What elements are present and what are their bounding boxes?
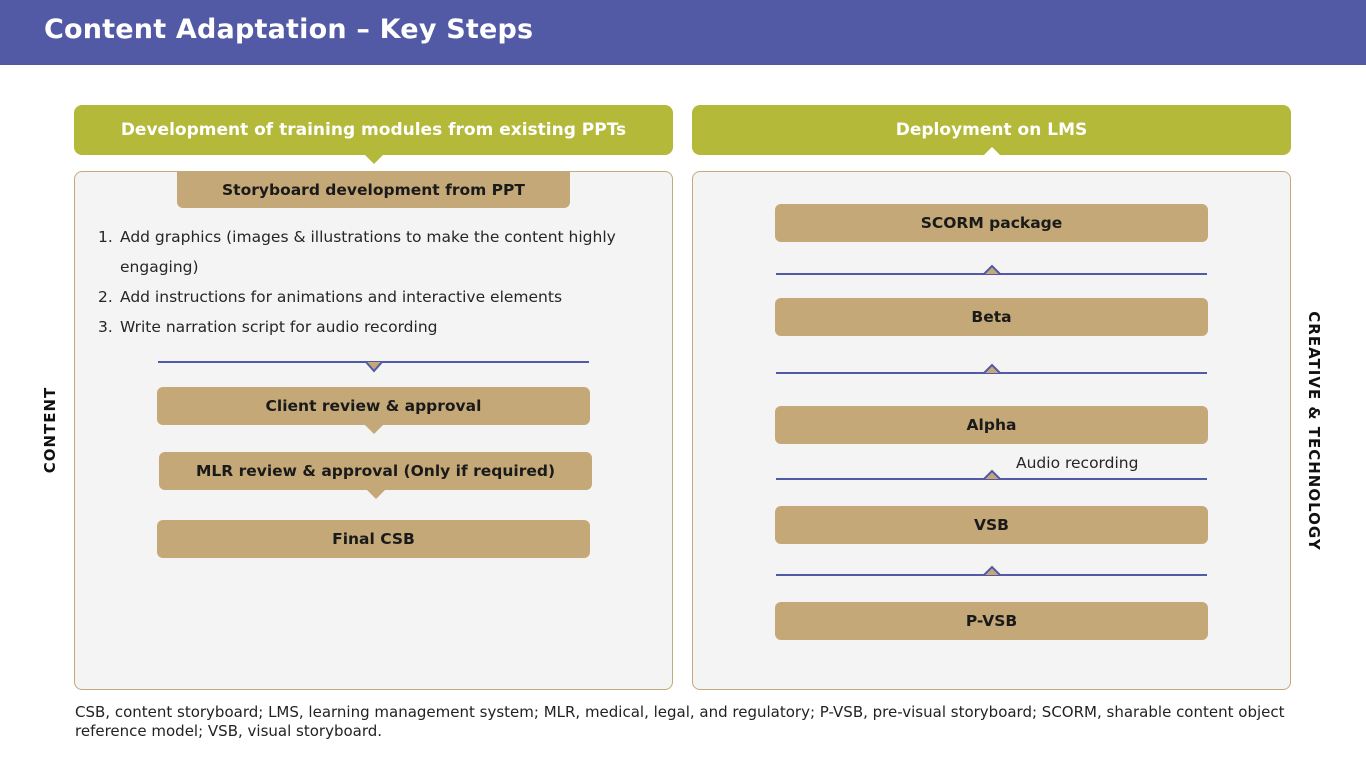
up-chevron-icon <box>983 264 1001 275</box>
down-arrow-icon <box>364 425 383 434</box>
right-section-header: Deployment on LMS <box>692 105 1291 156</box>
beta-box: Beta <box>775 298 1208 336</box>
list-item: 3. Write narration script for audio reco… <box>98 312 618 342</box>
client-review-box: Client review & approval <box>157 387 590 434</box>
client-review-label: Client review & approval <box>265 397 482 415</box>
right-header-label: Deployment on LMS <box>895 120 1088 140</box>
up-chevron-icon <box>983 363 1001 374</box>
title-bar: Content Adaptation – Key Steps <box>0 0 1366 65</box>
alpha-box: Alpha <box>775 406 1208 444</box>
up-chevron-icon <box>983 565 1001 576</box>
left-section-header: Development of training modules from exi… <box>74 105 673 164</box>
page-title: Content Adaptation – Key Steps <box>44 14 534 45</box>
scorm-package-label: SCORM package <box>920 214 1063 232</box>
step-number: 3. <box>98 318 113 336</box>
list-item: 1. Add graphics (images & illustrations … <box>98 222 618 282</box>
step-text: Add instructions for animations and inte… <box>120 288 563 306</box>
step-number: 1. <box>98 228 113 246</box>
mlr-review-box: MLR review & approval (Only if required) <box>159 452 592 499</box>
step-list: 1. Add graphics (images & illustrations … <box>98 222 618 342</box>
step-number: 2. <box>98 288 113 306</box>
final-csb-box: Final CSB <box>157 520 590 558</box>
step-text: Add graphics (images & illustrations to … <box>120 228 616 276</box>
storyboard-box: Storyboard development from PPT <box>177 171 570 208</box>
scorm-package-box: SCORM package <box>775 204 1208 242</box>
beta-label: Beta <box>971 308 1012 326</box>
up-chevron-icon <box>983 469 1001 480</box>
storyboard-box-label: Storyboard development from PPT <box>222 180 525 199</box>
alpha-label: Alpha <box>966 416 1017 434</box>
vsb-box: VSB <box>775 506 1208 544</box>
mlr-review-label: MLR review & approval (Only if required) <box>195 462 556 480</box>
vsb-label: VSB <box>974 516 1009 534</box>
footnote: CSB, content storyboard; LMS, learning m… <box>75 703 1285 740</box>
p-vsb-label: P-VSB <box>965 612 1018 630</box>
up-notch-icon <box>982 147 1001 156</box>
down-arrow-icon <box>366 490 385 499</box>
final-csb-label: Final CSB <box>332 530 415 548</box>
down-chevron-icon <box>365 361 383 373</box>
audio-recording-annotation: Audio recording <box>1016 454 1139 472</box>
list-item: 2. Add instructions for animations and i… <box>98 282 618 312</box>
step-text: Write narration script for audio recordi… <box>120 318 438 336</box>
left-header-pointer <box>364 155 383 164</box>
left-header-label: Development of training modules from exi… <box>120 120 627 140</box>
p-vsb-box: P-VSB <box>775 602 1208 640</box>
